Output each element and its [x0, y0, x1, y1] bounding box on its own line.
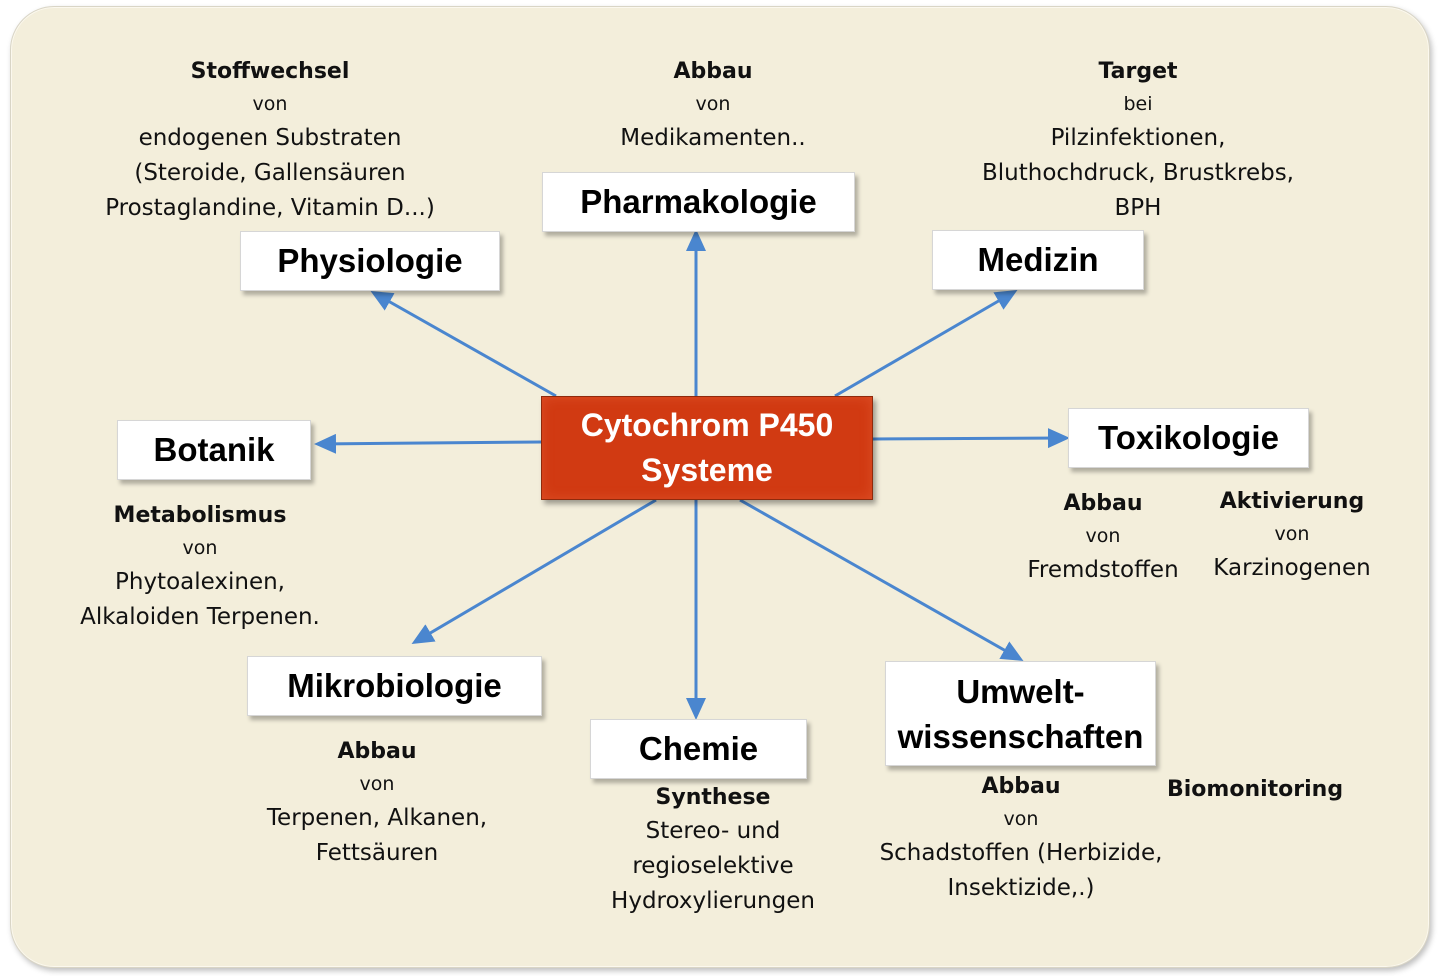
arrow-botanik — [314, 433, 542, 454]
desc-sub: von — [359, 773, 395, 795]
arrow-toxikologie — [872, 428, 1070, 449]
box-toxikologie: Toxikologie — [1068, 408, 1309, 468]
desc-line: Alkaloiden Terpenen. — [80, 604, 320, 630]
desc-pharmakologie: Abbau von Medikamenten.. — [563, 56, 863, 156]
desc-heading: Abbau — [337, 739, 417, 764]
desc-line: regioselektive — [632, 853, 794, 879]
center-node-cytochrom: Cytochrom P450 Systeme — [541, 396, 873, 500]
label-umwelt-line1: Umwelt- — [956, 672, 1085, 710]
box-chemie: Chemie — [590, 719, 807, 779]
box-pharmakologie: Pharmakologie — [542, 172, 855, 232]
arrow-physiologie — [370, 291, 557, 398]
desc-physiologie: Stoffwechsel von endogenen Substraten (S… — [70, 56, 470, 226]
desc-heading: Aktivierung — [1219, 489, 1365, 514]
arrow-mikrobiologie — [411, 498, 657, 645]
label-mikrobiologie: Mikrobiologie — [287, 667, 502, 704]
label-botanik: Botanik — [153, 431, 275, 468]
desc-line: Insektizide,.) — [947, 875, 1095, 901]
desc-sub: von — [1085, 525, 1121, 547]
center-title-line1: Cytochrom P450 — [580, 407, 834, 443]
box-botanik: Botanik — [117, 420, 311, 480]
desc-sub: von — [695, 93, 731, 115]
desc-chemie: Synthese Stereo- und regioselektive Hydr… — [583, 782, 843, 919]
desc-line: Fettsäuren — [315, 840, 439, 866]
desc-line: Terpenen, Alkanen, — [266, 805, 488, 831]
box-mikrobiologie: Mikrobiologie — [247, 656, 542, 716]
desc-medizin: Target bei Pilzinfektionen, Bluthochdruc… — [958, 56, 1318, 226]
desc-heading: Metabolismus — [113, 503, 287, 528]
desc-line: Phytoalexinen, — [115, 569, 285, 595]
desc-heading: Abbau — [981, 774, 1061, 799]
desc-sub: von — [252, 93, 288, 115]
desc-heading: Stoffwechsel — [190, 59, 350, 84]
desc-sub: von — [182, 537, 218, 559]
desc-line: Karzinogenen — [1213, 555, 1371, 581]
desc-mikrobiologie: Abbau von Terpenen, Alkanen, Fettsäuren — [237, 736, 517, 871]
desc-line: Pilzinfektionen, — [1050, 125, 1226, 151]
desc-line: Hydroxylierungen — [611, 888, 815, 914]
label-physiologie: Physiologie — [277, 242, 463, 279]
arrow-umwelt — [739, 498, 1024, 661]
box-physiologie: Physiologie — [240, 231, 500, 291]
desc-line: Medikamenten.. — [620, 125, 806, 151]
desc-line: BPH — [1114, 195, 1162, 221]
desc-heading: Abbau — [1063, 491, 1143, 516]
desc-toxikologie-abbau: Abbau von Fremdstoffen — [1013, 488, 1193, 588]
desc-toxikologie-aktivierung: Aktivierung von Karzinogenen — [1202, 486, 1382, 586]
desc-botanik: Metabolismus von Phytoalexinen, Alkaloid… — [50, 500, 350, 635]
label-pharmakologie: Pharmakologie — [580, 183, 817, 220]
desc-line: endogenen Substraten — [138, 125, 402, 151]
arrow-medizin — [834, 289, 1018, 398]
label-umwelt-line2: wissenschaften — [897, 717, 1144, 755]
desc-line: Schadstoffen (Herbizide, — [879, 840, 1163, 866]
desc-line: Bluthochdruck, Brustkrebs, — [982, 160, 1294, 186]
desc-umwelt: Abbau von Schadstoffen (Herbizide, Insek… — [866, 771, 1176, 906]
label-chemie: Chemie — [638, 730, 759, 767]
label-toxikologie: Toxikologie — [1098, 419, 1279, 456]
desc-line: Stereo- und — [645, 818, 781, 844]
box-umweltwissenschaften: Umwelt- wissenschaften — [885, 661, 1156, 766]
desc-heading: Target — [1098, 59, 1178, 84]
desc-line: Prostaglandine, Vitamin D...) — [105, 195, 435, 221]
desc-line: (Steroide, Gallensäuren — [134, 160, 406, 186]
desc-biomonitoring: Biomonitoring — [1167, 777, 1344, 802]
desc-heading: Synthese — [655, 785, 771, 810]
center-title-line2: Systeme — [641, 452, 773, 488]
label-medizin: Medizin — [977, 241, 1099, 278]
desc-sub: von — [1003, 808, 1039, 830]
desc-line: Fremdstoffen — [1027, 557, 1179, 583]
desc-sub: von — [1274, 523, 1310, 545]
box-medizin: Medizin — [932, 230, 1144, 290]
desc-sub: bei — [1123, 93, 1153, 115]
desc-heading: Abbau — [673, 59, 753, 84]
